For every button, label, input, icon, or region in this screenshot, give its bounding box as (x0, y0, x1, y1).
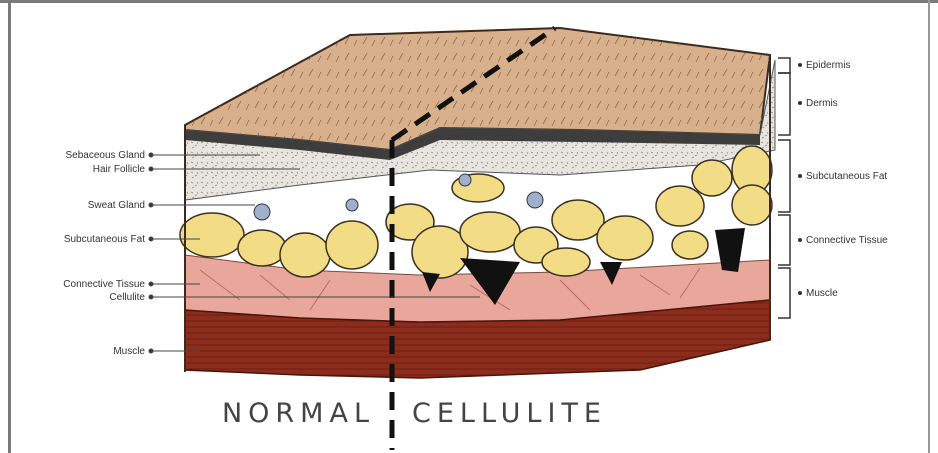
caption-cellulite: CELLULITE (412, 398, 607, 429)
label-connective-tissue-right: Connective Tissue (806, 235, 888, 246)
label-sebaceous-gland: Sebaceous Gland (65, 150, 145, 161)
label-sweat-gland: Sweat Gland (88, 200, 145, 211)
label-connective-tissue-left: Connective Tissue (63, 279, 145, 290)
label-cellulite: Cellulite (109, 292, 145, 303)
label-subcutaneous-fat-left: Subcutaneous Fat (64, 234, 145, 245)
label-muscle-left: Muscle (113, 346, 145, 357)
label-subcutaneous-fat-right: Subcutaneous Fat (806, 171, 887, 182)
label-dermis: Dermis (806, 98, 838, 109)
label-epidermis: Epidermis (806, 60, 850, 71)
right-labels: Epidermis Dermis Subcutaneous Fat Connec… (806, 60, 888, 299)
left-labels: Sebaceous Gland Hair Follicle Sweat Glan… (63, 150, 145, 357)
label-muscle-right: Muscle (806, 288, 838, 299)
caption-normal: NORMAL (222, 398, 375, 429)
label-hair-follicle: Hair Follicle (93, 164, 146, 175)
right-bullets (798, 63, 802, 295)
right-brackets (778, 58, 790, 318)
